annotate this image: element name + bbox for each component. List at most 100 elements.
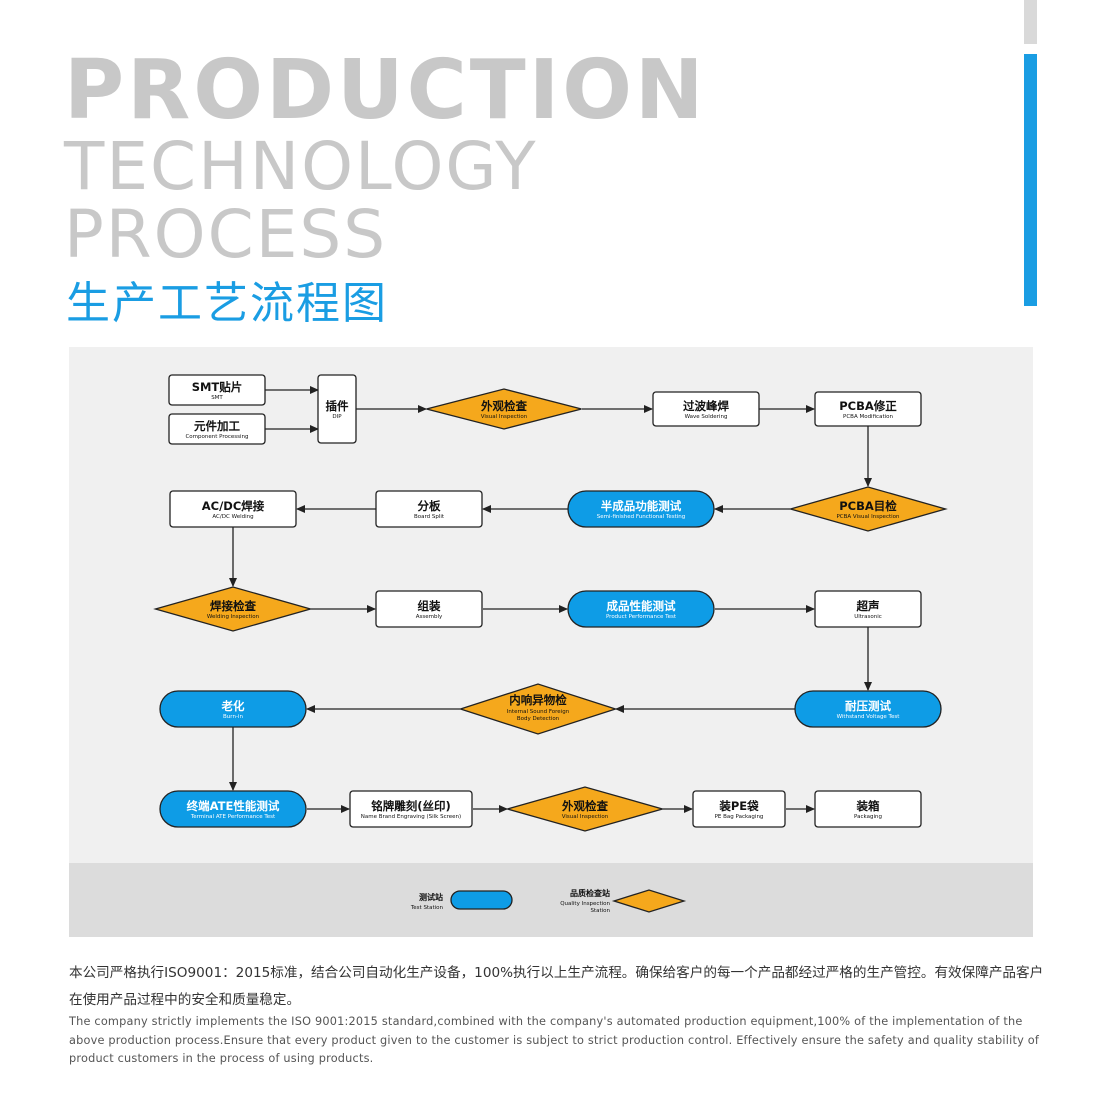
test-station-pill: [794, 690, 942, 728]
inspection-diamond: [788, 486, 948, 532]
flow-node-sublabel: Terminal ATE Performance Test: [190, 814, 276, 820]
process-box: [375, 590, 483, 628]
test-station-pill: [567, 490, 715, 528]
flow-node-sublabel: Board Split: [414, 514, 445, 520]
flow-node-sublabel: Internal Sound Foreign: [507, 709, 570, 715]
flow-node-label: 终端ATE性能测试: [187, 799, 280, 813]
inspection-diamond: [153, 586, 313, 632]
flow-node-sublabel: PE Bag Packaging: [715, 814, 764, 820]
flow-node-label: PCBA修正: [839, 399, 897, 413]
flow-node-sublabel: AC/DC Welding: [212, 514, 253, 520]
flow-node-label: 元件加工: [194, 419, 240, 433]
title-process: PROCESS: [64, 196, 388, 273]
flow-node-label: 过波峰焊: [683, 399, 729, 413]
title-production: PRODUCTION: [64, 43, 707, 138]
flow-node-label: 内响异物检: [509, 693, 567, 707]
flow-node-sublabel: Name Brand Engraving (Silk Screen): [361, 814, 461, 820]
flow-node-label: PCBA目检: [839, 499, 897, 513]
flow-node-label: SMT贴片: [192, 380, 243, 394]
inspection-diamond: [458, 683, 618, 735]
test-station-pill: [567, 590, 715, 628]
flow-node-sublabel: SMT: [211, 395, 223, 401]
flow-node-sublabel-2: Body Detection: [517, 716, 560, 722]
title-chinese: 生产工艺流程图: [66, 278, 388, 329]
title-technology: TECHNOLOGY: [64, 128, 538, 205]
flow-node-sublabel: Assembly: [416, 614, 443, 620]
process-box: [814, 790, 922, 828]
flow-node-label: 超声: [856, 599, 880, 613]
flow-node-label: 老化: [221, 699, 245, 713]
flow-node-sublabel: Withstand Voltage Test: [837, 714, 901, 720]
legend-inspection-sublabel-2: Station: [590, 908, 610, 914]
flow-node-sublabel: Ultrasonic: [854, 614, 882, 620]
process-box: [169, 490, 297, 528]
process-box: [375, 490, 483, 528]
process-box: [168, 374, 266, 406]
legend-test-station-swatch: [450, 890, 513, 910]
process-box: [317, 374, 357, 444]
flow-node-sublabel: DIP: [332, 414, 342, 420]
flow-node-label: 外观检查: [561, 799, 608, 813]
flow-node-sublabel: Welding Inspection: [207, 614, 260, 620]
footer-chinese-text: 本公司严格执行ISO9001：2015标准，结合公司自动化生产设备，100%执行…: [69, 965, 1044, 1008]
process-box: [692, 790, 786, 828]
flow-node-label: 装箱: [856, 799, 880, 813]
flow-node-label: 耐压测试: [845, 699, 891, 713]
flow-node-sublabel: PCBA Modification: [843, 414, 893, 420]
flow-node-sublabel: Visual Inspection: [481, 414, 528, 420]
flow-node-label: 装PE袋: [718, 799, 759, 813]
flow-node-sublabel: Product Performance Test: [606, 614, 677, 620]
flow-node-label: 插件: [326, 399, 349, 413]
footer-english-text: The company strictly implements the ISO …: [69, 1015, 1040, 1065]
flow-node-sublabel: PCBA Visual Inspection: [836, 514, 900, 520]
legend-inspection-sublabel: Quality Inspection: [560, 901, 610, 907]
legend-station-label: 测试站: [419, 892, 443, 902]
flow-node-label: 分板: [418, 499, 441, 513]
flow-node-label: AC/DC焊接: [202, 499, 265, 513]
flow-node-sublabel: Visual Inspection: [562, 814, 609, 820]
process-box: [168, 413, 266, 445]
process-box: [814, 590, 922, 628]
flow-node-label: 成品性能测试: [607, 599, 676, 613]
flow-node-sublabel: Semi-finished Functional Testing: [597, 514, 686, 520]
flow-node-label: 外观检查: [480, 399, 527, 413]
flow-node-label: 焊接检查: [210, 599, 256, 613]
legend-inspection-swatch: [611, 889, 687, 913]
process-box: [652, 391, 760, 427]
test-station-pill: [159, 790, 307, 828]
legend-band: [69, 863, 1033, 937]
flow-node-sublabel: Wave Soldering: [685, 414, 728, 420]
flow-node-label: 半成品功能测试: [601, 499, 682, 513]
flow-node-sublabel: Packaging: [854, 814, 882, 820]
flow-node-label: 铭牌雕刻(丝印): [371, 799, 451, 813]
process-box: [349, 790, 473, 828]
legend: 测试站 Test Station 品质检查站 Quality Inspectio…: [410, 888, 687, 914]
decorative-gray-bar: [1024, 0, 1037, 44]
test-station-pill: [159, 690, 307, 728]
decorative-blue-bar: [1024, 54, 1037, 306]
process-box: [814, 391, 922, 427]
flow-node-engrave: 铭牌雕刻(丝印)Name Brand Engraving (Silk Scree…: [349, 790, 473, 828]
flow-node-sublabel: Component Processing: [185, 434, 248, 440]
